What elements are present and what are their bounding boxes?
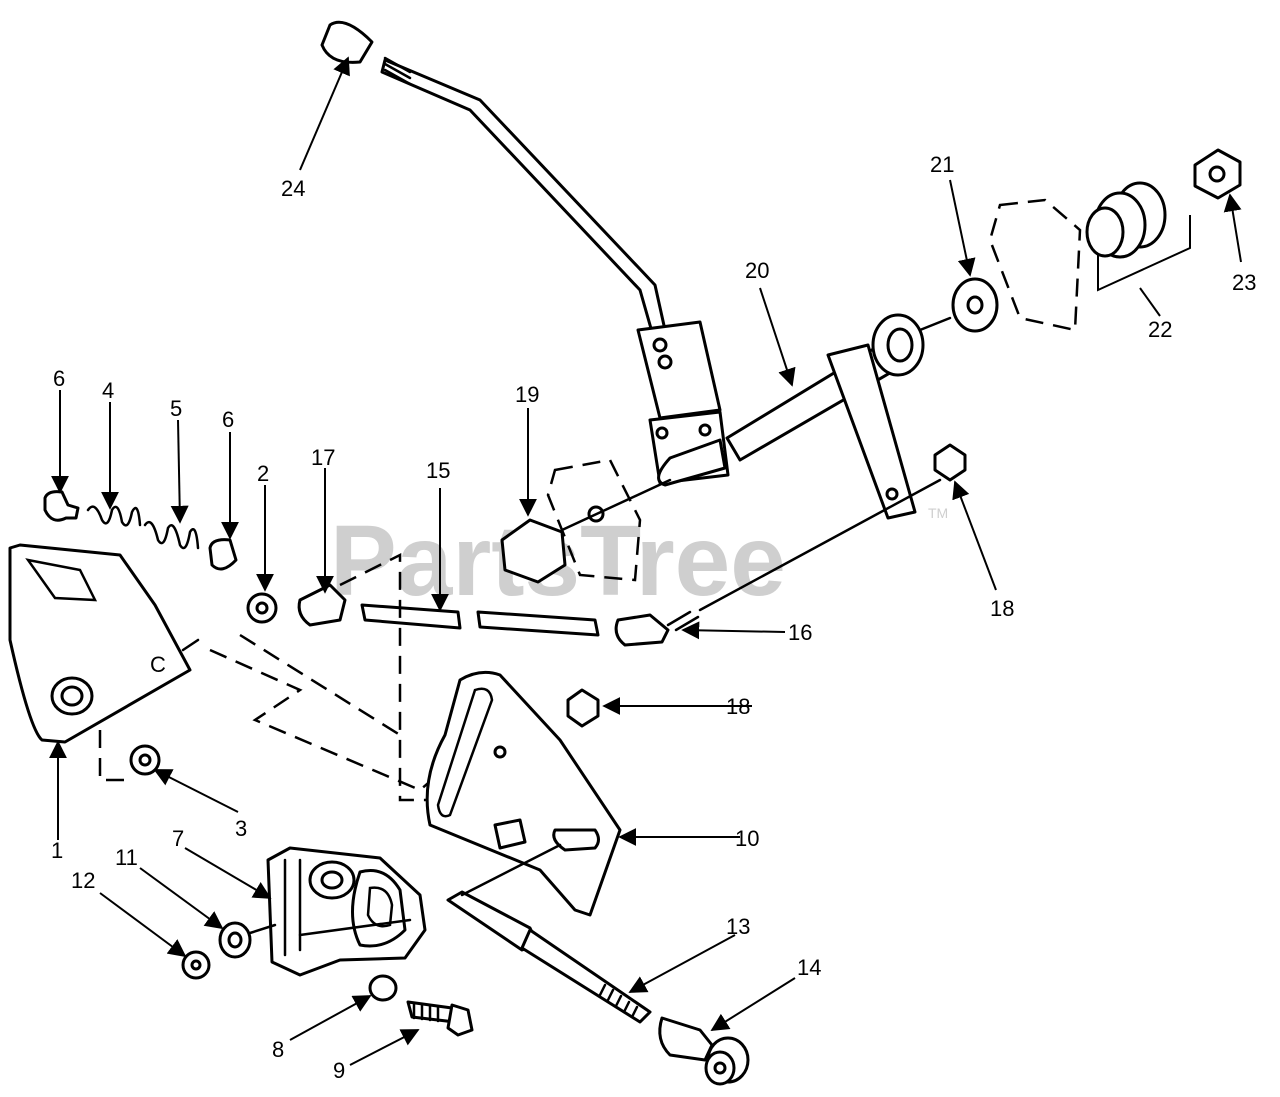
part-22-bushing [1085,181,1191,292]
part-18-nut-lower [566,688,600,728]
callout-21: 21 [930,152,954,177]
callout-11: 11 [115,845,138,870]
callout-10: 10 [735,826,759,851]
part-20-shaft-bracket [648,313,952,520]
callout-14: 14 [797,955,821,980]
callout-13: 13 [726,914,750,939]
callout-24: 24 [281,176,305,201]
parts-13-14-rod-clevis [298,843,750,1086]
callout-20: 20 [745,258,769,283]
callout-8: 8 [272,1037,284,1062]
callout-15: 15 [426,458,450,483]
callout-3: 3 [235,816,247,841]
part-21-washer [951,277,999,333]
parts-8-9-washer-bolt [368,974,474,1037]
callout-2: 2 [257,461,269,486]
callout-16: 16 [788,620,812,645]
part-1-plate: C [8,543,200,744]
callout-12: 12 [71,868,95,893]
parts-4-5-6-springs [43,490,238,571]
callout-6-left: 6 [53,366,65,391]
callout-17: 17 [311,445,335,470]
callout-22: 22 [1148,317,1172,342]
callout-18-upper: 18 [990,596,1014,621]
part-7-bracket [266,846,427,977]
callout-4: 4 [102,378,114,403]
part-19-nut [500,458,672,584]
leader-lines [49,56,1242,1066]
part-24-knob-and-lever [320,20,722,420]
svg-text:TM: TM [928,505,948,521]
part-2-clip [246,592,278,624]
callout-5: 5 [170,396,182,421]
part-23-nut [1193,148,1242,200]
callout-19: 19 [515,382,539,407]
part-10-plate [425,670,622,917]
parts-11-12-washer-clip [181,921,277,980]
callout-6-right: 6 [222,407,234,432]
callout-7: 7 [172,826,184,851]
svg-text:C: C [150,652,166,677]
callout-labels: 24 23 22 21 20 19 18 18 17 16 15 14 13 1… [51,152,1256,1083]
callout-23: 23 [1232,270,1256,295]
callout-18-lower: 18 [726,694,750,719]
part-3-clip [129,744,161,776]
part-18-nut-upper [933,443,967,482]
callout-9: 9 [333,1058,345,1083]
callout-1: 1 [51,838,63,863]
